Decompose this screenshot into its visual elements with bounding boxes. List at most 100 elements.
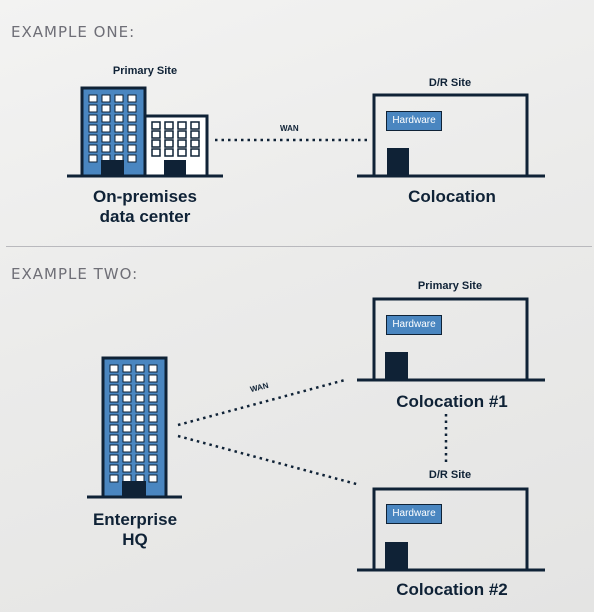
window-icon: [122, 444, 132, 453]
window-icon: [164, 130, 174, 139]
window-icon: [135, 464, 145, 473]
window-icon: [177, 139, 187, 148]
window-icon: [135, 394, 145, 403]
window-icon: [148, 434, 158, 443]
hardware-label-one: Hardware: [392, 115, 436, 126]
window-icon: [114, 134, 124, 143]
window-icon: [135, 374, 145, 383]
window-icon: [127, 124, 137, 133]
window-icon: [122, 414, 132, 423]
wan-label-one: WAN: [280, 124, 299, 133]
window-icon: [114, 114, 124, 123]
window-icon: [101, 144, 111, 153]
window-icon: [109, 374, 119, 383]
window-icon: [109, 444, 119, 453]
window-icon: [135, 364, 145, 373]
window-icon: [122, 434, 132, 443]
enterprise-hq-building: [87, 356, 182, 499]
dr-site-label-two: D/R Site: [428, 469, 472, 481]
window-icon: [88, 124, 98, 133]
window-icon: [109, 404, 119, 413]
window-icon: [122, 364, 132, 373]
window-icon: [109, 364, 119, 373]
window-icon: [122, 454, 132, 463]
window-icon: [109, 464, 119, 473]
window-icon: [109, 414, 119, 423]
window-icon: [190, 130, 200, 139]
example-one-heading: EXAMPLE ONE:: [11, 23, 136, 41]
hardware-badge-two-b: Hardware: [386, 504, 442, 524]
window-icon: [148, 464, 158, 473]
wan-link-to-colocation-1: [177, 378, 346, 427]
window-icon: [177, 121, 187, 130]
window-icon: [151, 148, 161, 157]
window-icon: [109, 434, 119, 443]
colocation-1-label: Colocation #1: [396, 392, 508, 411]
window-icon: [190, 121, 200, 130]
window-icon: [88, 154, 98, 163]
window-icon: [114, 104, 124, 113]
section-divider: [6, 246, 592, 247]
window-icon: [135, 474, 145, 483]
window-icon: [88, 94, 98, 103]
window-icon: [135, 434, 145, 443]
window-icon: [135, 444, 145, 453]
window-icon: [127, 94, 137, 103]
window-icon: [127, 104, 137, 113]
window-icon: [127, 144, 137, 153]
window-icon: [109, 384, 119, 393]
window-icon: [109, 424, 119, 433]
primary-site-label-one: Primary Site: [112, 65, 178, 77]
window-icon: [101, 94, 111, 103]
window-icon: [135, 414, 145, 423]
window-icon: [88, 104, 98, 113]
window-icon: [151, 130, 161, 139]
window-icon: [114, 124, 124, 133]
window-icon: [127, 154, 137, 163]
colocation-facility-two-b: [357, 487, 545, 572]
enterprise-hq-line1: Enterprise: [92, 510, 178, 529]
window-icon: [148, 364, 158, 373]
window-icon: [148, 404, 158, 413]
window-icon: [135, 424, 145, 433]
window-icon: [148, 394, 158, 403]
window-icon: [114, 144, 124, 153]
colocation-facility-two-a: [357, 297, 545, 382]
window-icon: [135, 404, 145, 413]
window-icon: [109, 474, 119, 483]
window-icon: [122, 374, 132, 383]
window-icon: [148, 384, 158, 393]
window-icon: [101, 104, 111, 113]
window-icon: [122, 394, 132, 403]
colocation-2-label: Colocation #2: [396, 580, 508, 599]
colocation-facility-one: [357, 93, 545, 178]
window-icon: [177, 148, 187, 157]
primary-site-label-two: Primary Site: [417, 280, 483, 292]
window-icon: [148, 374, 158, 383]
window-icon: [88, 134, 98, 143]
colocation-label-one: Colocation: [408, 187, 496, 206]
window-icon: [122, 404, 132, 413]
window-icon: [127, 134, 137, 143]
window-icon: [164, 121, 174, 130]
window-icon: [148, 454, 158, 463]
example-two-heading: EXAMPLE TWO:: [11, 265, 139, 283]
window-icon: [127, 114, 137, 123]
window-icon: [114, 94, 124, 103]
window-icon: [151, 139, 161, 148]
dr-site-label-one: D/R Site: [428, 77, 472, 89]
window-icon: [164, 139, 174, 148]
hardware-badge-two-a: Hardware: [386, 315, 442, 335]
window-icon: [164, 148, 174, 157]
enterprise-hq-line2: HQ: [122, 530, 148, 549]
window-icon: [122, 424, 132, 433]
window-icon: [135, 454, 145, 463]
window-icon: [109, 394, 119, 403]
window-icon: [122, 384, 132, 393]
window-icon: [122, 464, 132, 473]
window-icon: [135, 384, 145, 393]
hardware-label-two-b: Hardware: [392, 508, 436, 519]
wan-link-to-colocation-2: [177, 434, 361, 487]
onprem-label: On-premises data center: [65, 187, 225, 227]
